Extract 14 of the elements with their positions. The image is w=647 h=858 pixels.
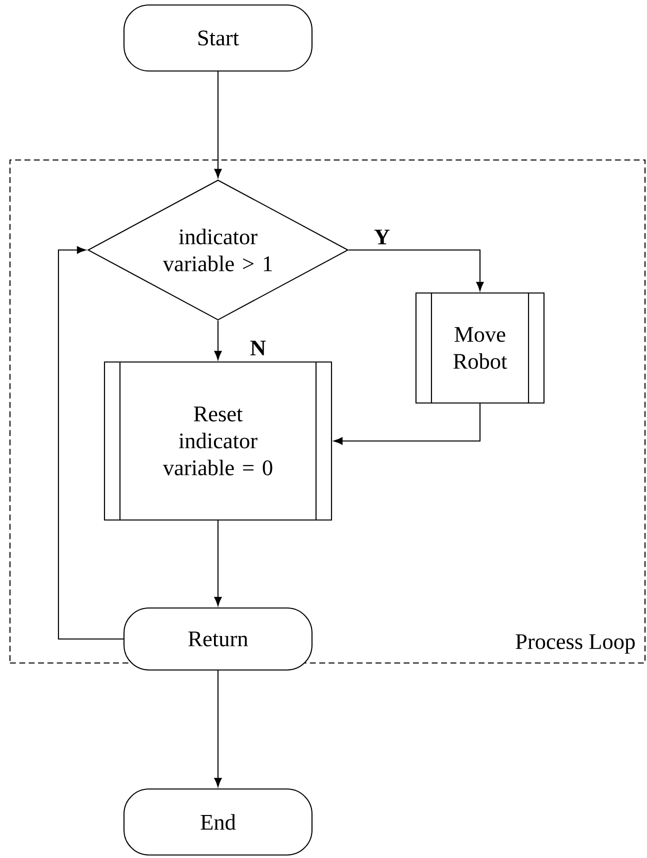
arrow — [214, 670, 222, 787]
arrow — [58, 246, 124, 640]
edge-label: Y — [372, 228, 392, 246]
terminal-box: End — [123, 788, 313, 856]
terminal-box: Return — [123, 607, 313, 671]
arrow — [214, 520, 222, 606]
arrow — [334, 404, 481, 445]
arrow — [348, 249, 484, 291]
process-box: Reset indicator variable = 0 — [104, 361, 332, 521]
arrow — [214, 320, 222, 360]
edge-label: N — [248, 340, 268, 356]
process-box: Move Robot — [415, 292, 545, 404]
terminal-box: Start — [123, 4, 313, 72]
arrow — [214, 72, 222, 178]
